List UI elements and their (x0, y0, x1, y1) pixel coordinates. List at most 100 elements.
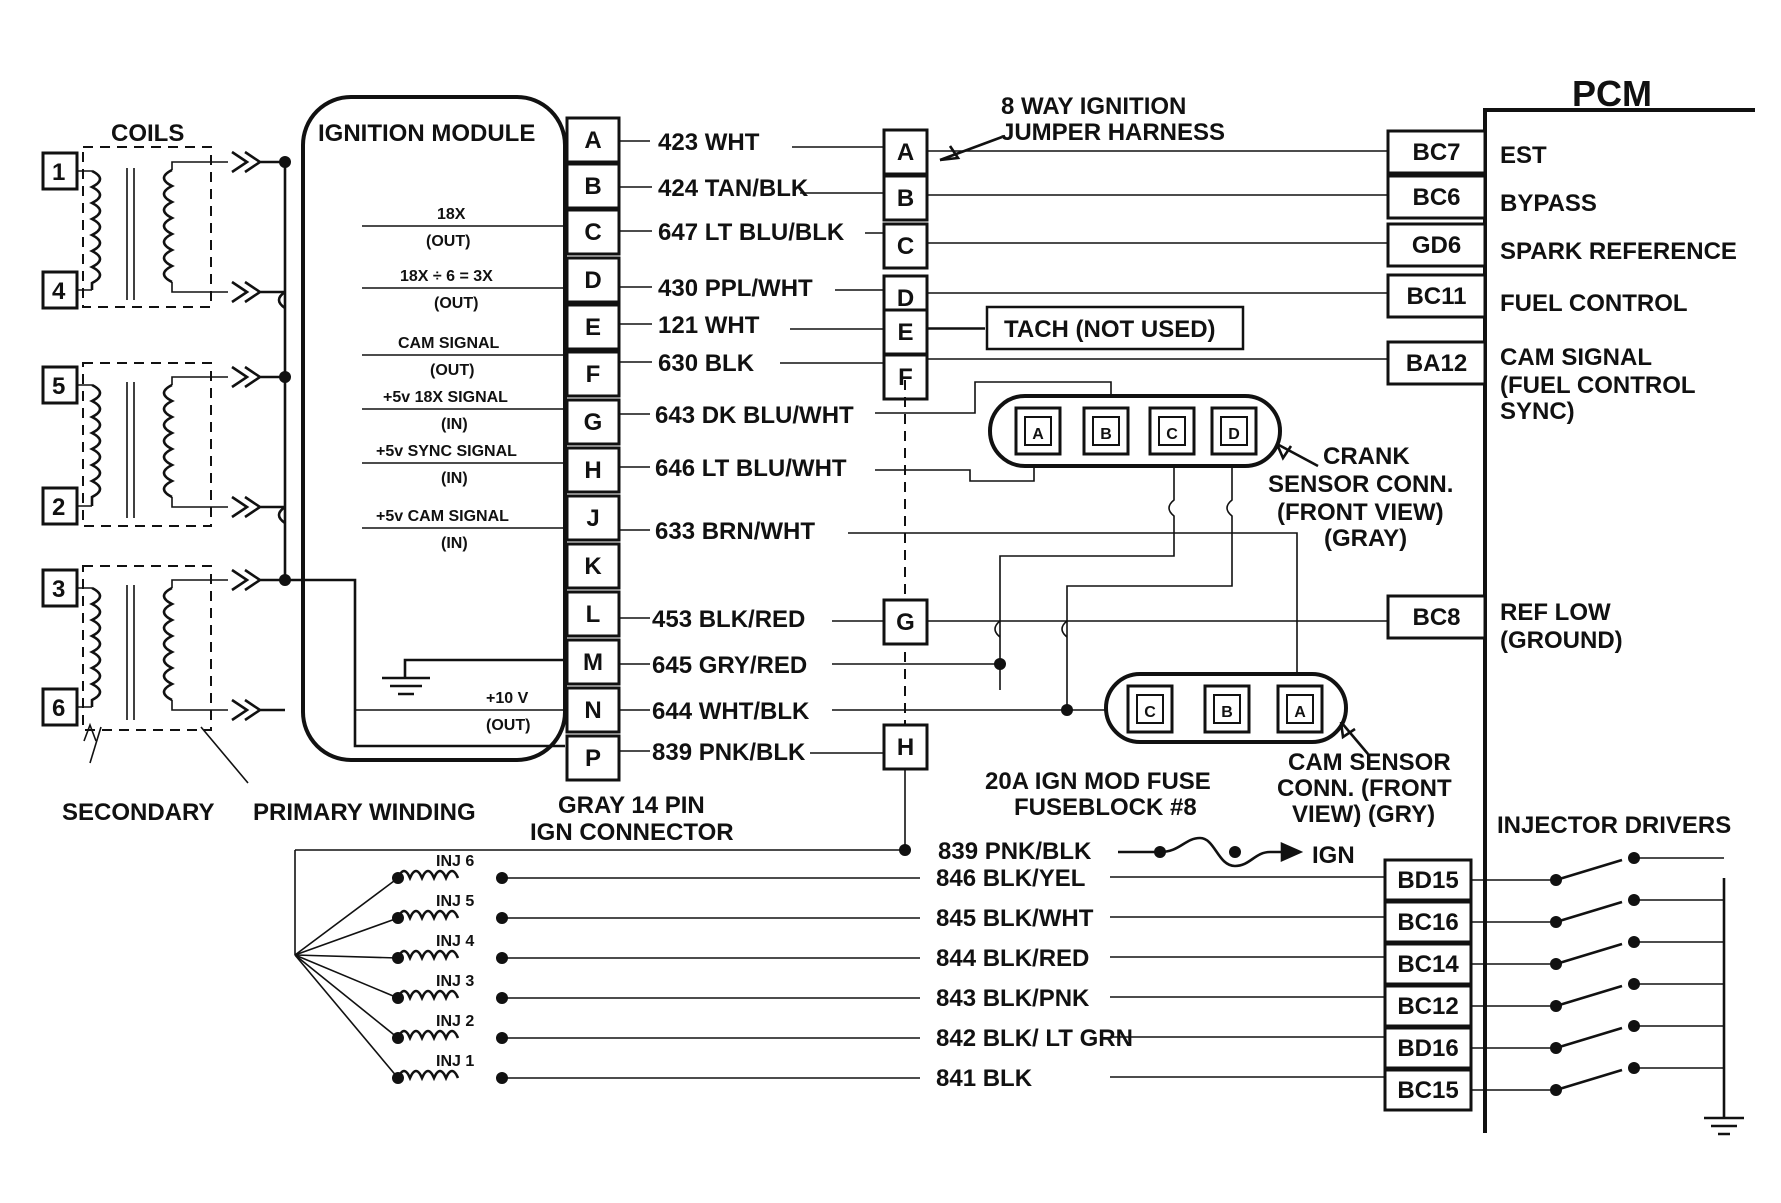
crank-pin-b: B (1100, 426, 1112, 443)
injector-driver-pin-bc12: BC12 (1397, 993, 1458, 1020)
jumper-pin-a: A (897, 139, 914, 166)
ign-pin-h: H (584, 457, 601, 484)
wire-label: 630 BLK (658, 350, 755, 377)
signal-cam-out: CAM SIGNAL (398, 335, 500, 352)
injector-wire-label: 842 BLK/ LT GRN (936, 1025, 1133, 1052)
ign-label: IGN (1312, 842, 1355, 869)
signal-5v-sync-dir: (IN) (441, 470, 468, 487)
wire-labels: 423 WHT 424 TAN/BLK 647 LT BLU/BLK 430 PPL/… (619, 129, 854, 766)
fuse-label-2: FUSEBLOCK #8 (1014, 794, 1197, 821)
injector-label: INJ 2 (436, 1013, 474, 1030)
ign-pin-j: J (586, 505, 599, 532)
signal-5v-sync: +5v SYNC SIGNAL (376, 443, 517, 460)
signal-3x-dir: (OUT) (434, 295, 478, 312)
tach-label: TACH (NOT USED) (1004, 316, 1216, 343)
injector-driver-pin-bc15: BC15 (1397, 1077, 1458, 1104)
crank-label-3: (FRONT VIEW) (1277, 499, 1444, 526)
injector-driver-switches (1471, 852, 1724, 1096)
primary-winding-label: PRIMARY WINDING (253, 799, 476, 826)
pcm-label: SYNC) (1500, 398, 1575, 425)
signal-5v-cam-dir: (IN) (441, 535, 468, 552)
injector-wire-label: 846 BLK/YEL (936, 865, 1085, 892)
jumper-title-2: JUMPER HARNESS (1001, 119, 1225, 146)
signal-18x: 18X (437, 206, 466, 223)
coil-frame-1-4 (82, 146, 212, 308)
pcm-title: PCM (1572, 73, 1652, 114)
jumper-pin-f: F (898, 364, 913, 391)
jumper-pin-c: C (897, 233, 914, 260)
injector-label: INJ 1 (436, 1053, 474, 1070)
pcm-label: BYPASS (1500, 190, 1597, 217)
ign-pin-c: C (584, 219, 601, 246)
pcm-label: FUEL CONTROL (1500, 290, 1688, 317)
wire-label: 647 LT BLU/BLK (658, 219, 845, 246)
pcm-label: SPARK REFERENCE (1500, 238, 1737, 265)
injector-label: INJ 6 (436, 853, 474, 870)
wire-label: 121 WHT (658, 312, 760, 339)
ign-pin-n: N (584, 697, 601, 724)
jumper-title-1: 8 WAY IGNITION (1001, 93, 1186, 120)
ignition-module-title: IGNITION MODULE (318, 120, 535, 147)
pcm-label: (FUEL CONTROL (1500, 372, 1696, 399)
signal-5v-cam: +5v CAM SIGNAL (376, 508, 509, 525)
jumper-pin-g: G (896, 609, 915, 636)
signal-3x: 18X ÷ 6 = 3X (400, 268, 493, 285)
injector-driver-pin-bc14: BC14 (1397, 951, 1459, 978)
ign-pin-p: P (585, 745, 601, 772)
injector-wire-label: 844 BLK/RED (936, 945, 1089, 972)
injector-drivers-label: INJECTOR DRIVERS (1497, 812, 1731, 839)
jumper-pin-d: D (897, 285, 914, 312)
injector-label: INJ 4 (436, 933, 474, 950)
ign-connector-label-2: IGN CONNECTOR (530, 819, 734, 846)
wire-label: 645 GRY/RED (652, 652, 807, 679)
coil-connector-chevrons (231, 150, 285, 722)
signal-18x-dir: (OUT) (426, 233, 470, 250)
pcm-label: REF LOW (1500, 599, 1611, 626)
crank-pin-a: A (1032, 426, 1044, 443)
pcm-label: (GROUND) (1500, 627, 1623, 654)
ign-pin-f: F (586, 361, 601, 388)
crank-pin-d: D (1228, 426, 1240, 443)
coil-number-6: 6 (52, 695, 65, 722)
ign-pin-l: L (586, 601, 601, 628)
cam-label-3: VIEW) (GRY) (1292, 801, 1435, 828)
pcm-pin-bc7: BC7 (1412, 139, 1460, 166)
cam-pin-c: C (1144, 704, 1156, 721)
wire-label: 430 PPL/WHT (658, 275, 813, 302)
coil-frame-5-2 (82, 362, 212, 527)
pcm-pin-gd6: GD6 (1412, 232, 1461, 259)
ign-pin-b: B (584, 173, 601, 200)
ign-connector-label-1: GRAY 14 PIN (558, 792, 705, 819)
signal-10v: +10 V (486, 690, 529, 707)
wire-label: 453 BLK/RED (652, 606, 805, 633)
wire-label: 646 LT BLU/WHT (655, 455, 847, 482)
ign-pin-a: A (584, 127, 601, 154)
coil-number-1: 1 (52, 159, 65, 186)
wire-label: 423 WHT (658, 129, 760, 156)
injector-wire-label: 841 BLK (936, 1065, 1033, 1092)
coil-pack: COILS 1 4 5 2 3 6 (41, 120, 476, 826)
injector-label: INJ 5 (436, 893, 474, 910)
crank-label-4: (GRAY) (1324, 525, 1407, 552)
injector-wire-label: 843 BLK/PNK (936, 985, 1090, 1012)
signal-5v-18x-dir: (IN) (441, 416, 468, 433)
coil-number-3: 3 (52, 576, 65, 603)
fuse-label-1: 20A IGN MOD FUSE (985, 768, 1211, 795)
cam-pin-a: A (1294, 704, 1306, 721)
crank-label-2: SENSOR CONN. (1268, 471, 1453, 498)
wire-label: 839 PNK/BLK (652, 739, 806, 766)
wire-runs (780, 146, 1388, 856)
coils-title: COILS (111, 120, 184, 147)
signal-5v-18x: +5v 18X SIGNAL (383, 389, 508, 406)
crank-pin-c: C (1166, 426, 1178, 443)
wire-label: 424 TAN/BLK (658, 175, 809, 202)
injector-driver-pin-bc16: BC16 (1397, 909, 1458, 936)
ign-pin-k: K (584, 553, 602, 580)
ignition-module: IGNITION MODULE 18X (OUT) 18X ÷ 6 = 3X (… (301, 95, 567, 762)
